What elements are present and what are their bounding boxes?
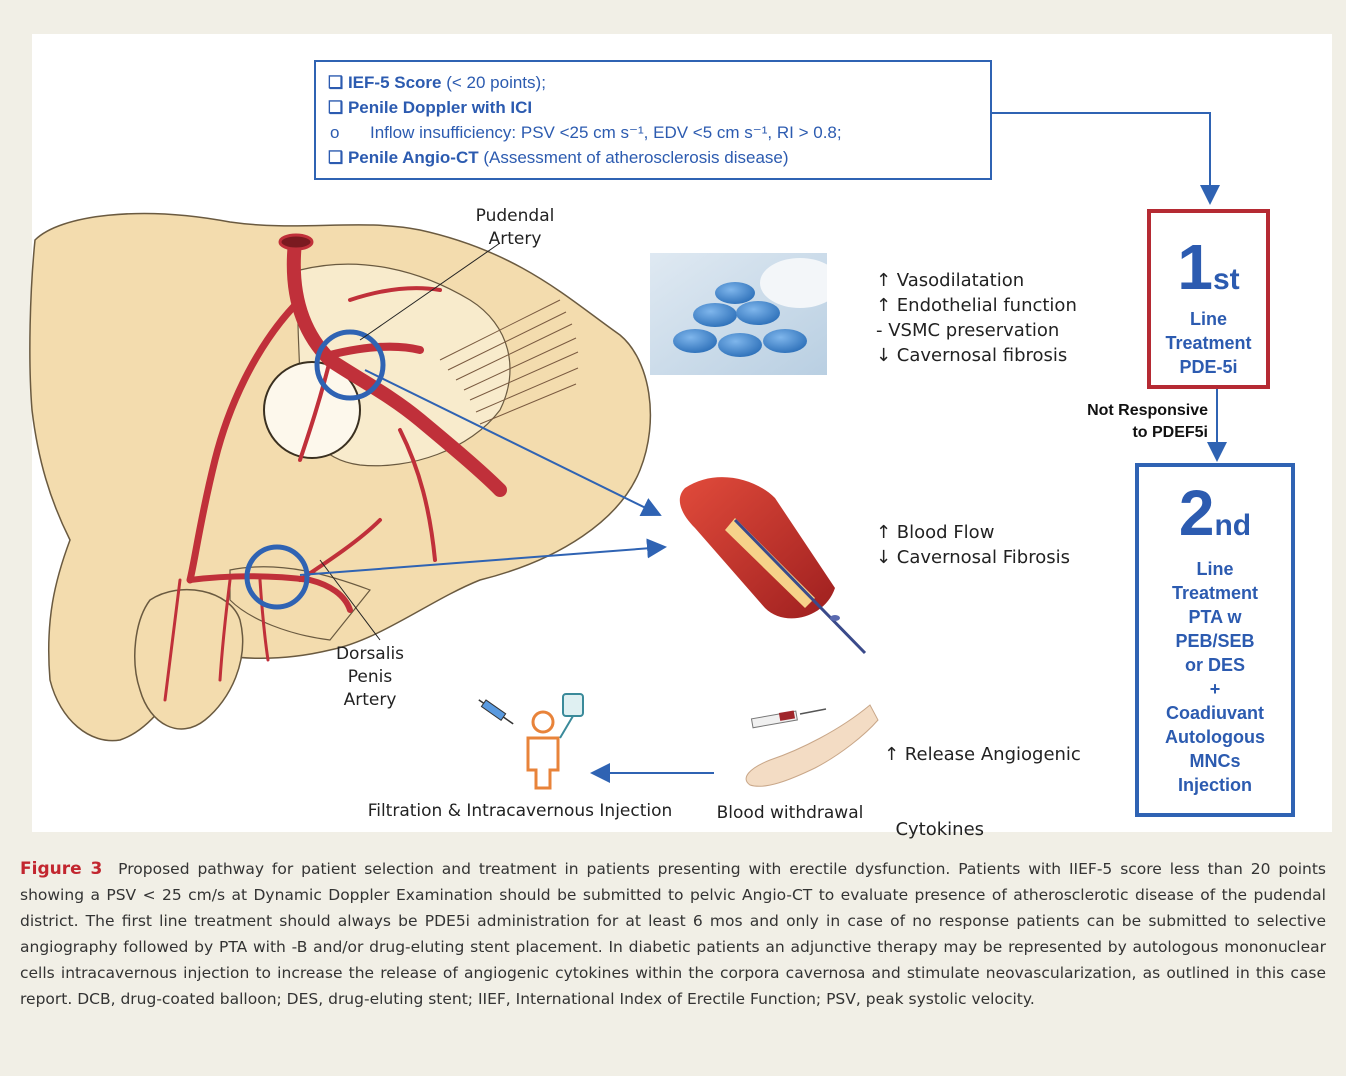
figure-label: Figure 3 [20, 859, 102, 879]
effect-vsmc-preservation: - VSMC preservation [876, 318, 1077, 343]
effect-cavernosal-fibrosis-pta: ↓ Cavernosal Fibrosis [876, 545, 1070, 570]
dorsalis-label-line3: Artery [325, 689, 415, 712]
not-responsive-label: Not Responsive to PDEF5i [1030, 400, 1208, 444]
effect-blood-flow: ↑ Blood Flow [876, 520, 1070, 545]
not-responsive-line2: to PDEF5i [1030, 422, 1208, 444]
criteria-row-angio: ❑ Penile Angio-CT (Assessment of atheros… [328, 145, 978, 170]
criteria-row-doppler: ❑ Penile Doppler with ICI [328, 95, 978, 120]
pde5i-effects-list: ↑ Vasodilatation ↑ Endothelial function … [876, 268, 1077, 368]
filtration-injection-label: Filtration & Intracavernous Injection [360, 800, 680, 823]
second-line-suffix: nd [1214, 509, 1251, 542]
first-line-treatment-box: 1st Line Treatment PDE-5i [1147, 209, 1270, 389]
blood-withdrawal-label: Blood withdrawal [700, 802, 880, 825]
first-line-ordinal: 1st [1151, 235, 1266, 299]
second-line-number: 2 [1179, 477, 1215, 549]
second-line-text-6: + [1139, 677, 1291, 701]
effect-cavernosal-fibrosis: ↓ Cavernosal fibrosis [876, 343, 1077, 368]
second-line-text-2: Treatment [1139, 581, 1291, 605]
first-line-text-3: PDE-5i [1151, 355, 1266, 379]
effect-endothelial-function: ↑ Endothelial function [876, 293, 1077, 318]
first-line-number: 1 [1177, 231, 1213, 303]
inflow-criteria-text: Inflow insufficiency: PSV <25 cm s⁻¹, ED… [370, 123, 842, 142]
second-line-text-7: Coadiuvant [1139, 701, 1291, 725]
first-line-suffix: st [1213, 263, 1240, 296]
angio-ct-label: ❑ Penile Angio-CT [328, 148, 479, 167]
pta-effects-list: ↑ Blood Flow ↓ Cavernosal Fibrosis [876, 520, 1070, 570]
second-line-text-1: Line [1139, 557, 1291, 581]
first-line-text-2: Treatment [1151, 331, 1266, 355]
dorsalis-penis-artery-label: Dorsalis Penis Artery [325, 643, 415, 712]
blood-withdrawal-arm-image [730, 690, 880, 795]
not-responsive-line1: Not Responsive [1030, 400, 1208, 422]
caption-text: Proposed pathway for patient selection a… [20, 860, 1326, 1008]
angio-ct-note: (Assessment of atherosclerosis disease) [479, 148, 789, 167]
effect-vasodilatation: ↑ Vasodilatation [876, 268, 1077, 293]
second-line-text-3: PTA w [1139, 605, 1291, 629]
second-line-text-4: PEB/SEB [1139, 629, 1291, 653]
first-line-text-1: Line [1151, 307, 1266, 331]
cell-therapy-effects-list: ↑ Release Angiogenic Cytokines [884, 692, 1081, 867]
effect-cytokines-continued: Cytokines [884, 817, 1081, 842]
pudendal-label-line1: Pudendal [470, 205, 560, 228]
bullet-marker: o [330, 120, 370, 145]
second-line-text-8: Autologous [1139, 725, 1291, 749]
second-line-text-9: MNCs [1139, 749, 1291, 773]
selection-criteria-box: ❑ IEF-5 Score (< 20 points); ❑ Penile Do… [314, 60, 992, 180]
effect-release-cytokines: ↑ Release Angiogenic [884, 742, 1081, 767]
dorsalis-label-line1: Dorsalis [325, 643, 415, 666]
pde5-pills-image [650, 253, 827, 375]
second-line-text-10: Injection [1139, 773, 1291, 797]
second-line-text-5: or DES [1139, 653, 1291, 677]
second-line-ordinal: 2nd [1139, 481, 1291, 545]
criteria-row-iief: ❑ IEF-5 Score (< 20 points); [328, 70, 978, 95]
pudendal-artery-label: Pudendal Artery [470, 205, 560, 251]
pudendal-label-line2: Artery [470, 228, 560, 251]
figure-caption: Figure 3 Proposed pathway for patient se… [20, 856, 1326, 1012]
patient-injection-icon [478, 690, 588, 790]
dorsalis-label-line2: Penis [325, 666, 415, 689]
second-line-treatment-box: 2nd Line Treatment PTA w PEB/SEB or DES … [1135, 463, 1295, 817]
stent-vessel-image [665, 468, 885, 658]
iief-score-label: ❑ IEF-5 Score [328, 73, 442, 92]
iief-score-threshold: (< 20 points); [442, 73, 546, 92]
